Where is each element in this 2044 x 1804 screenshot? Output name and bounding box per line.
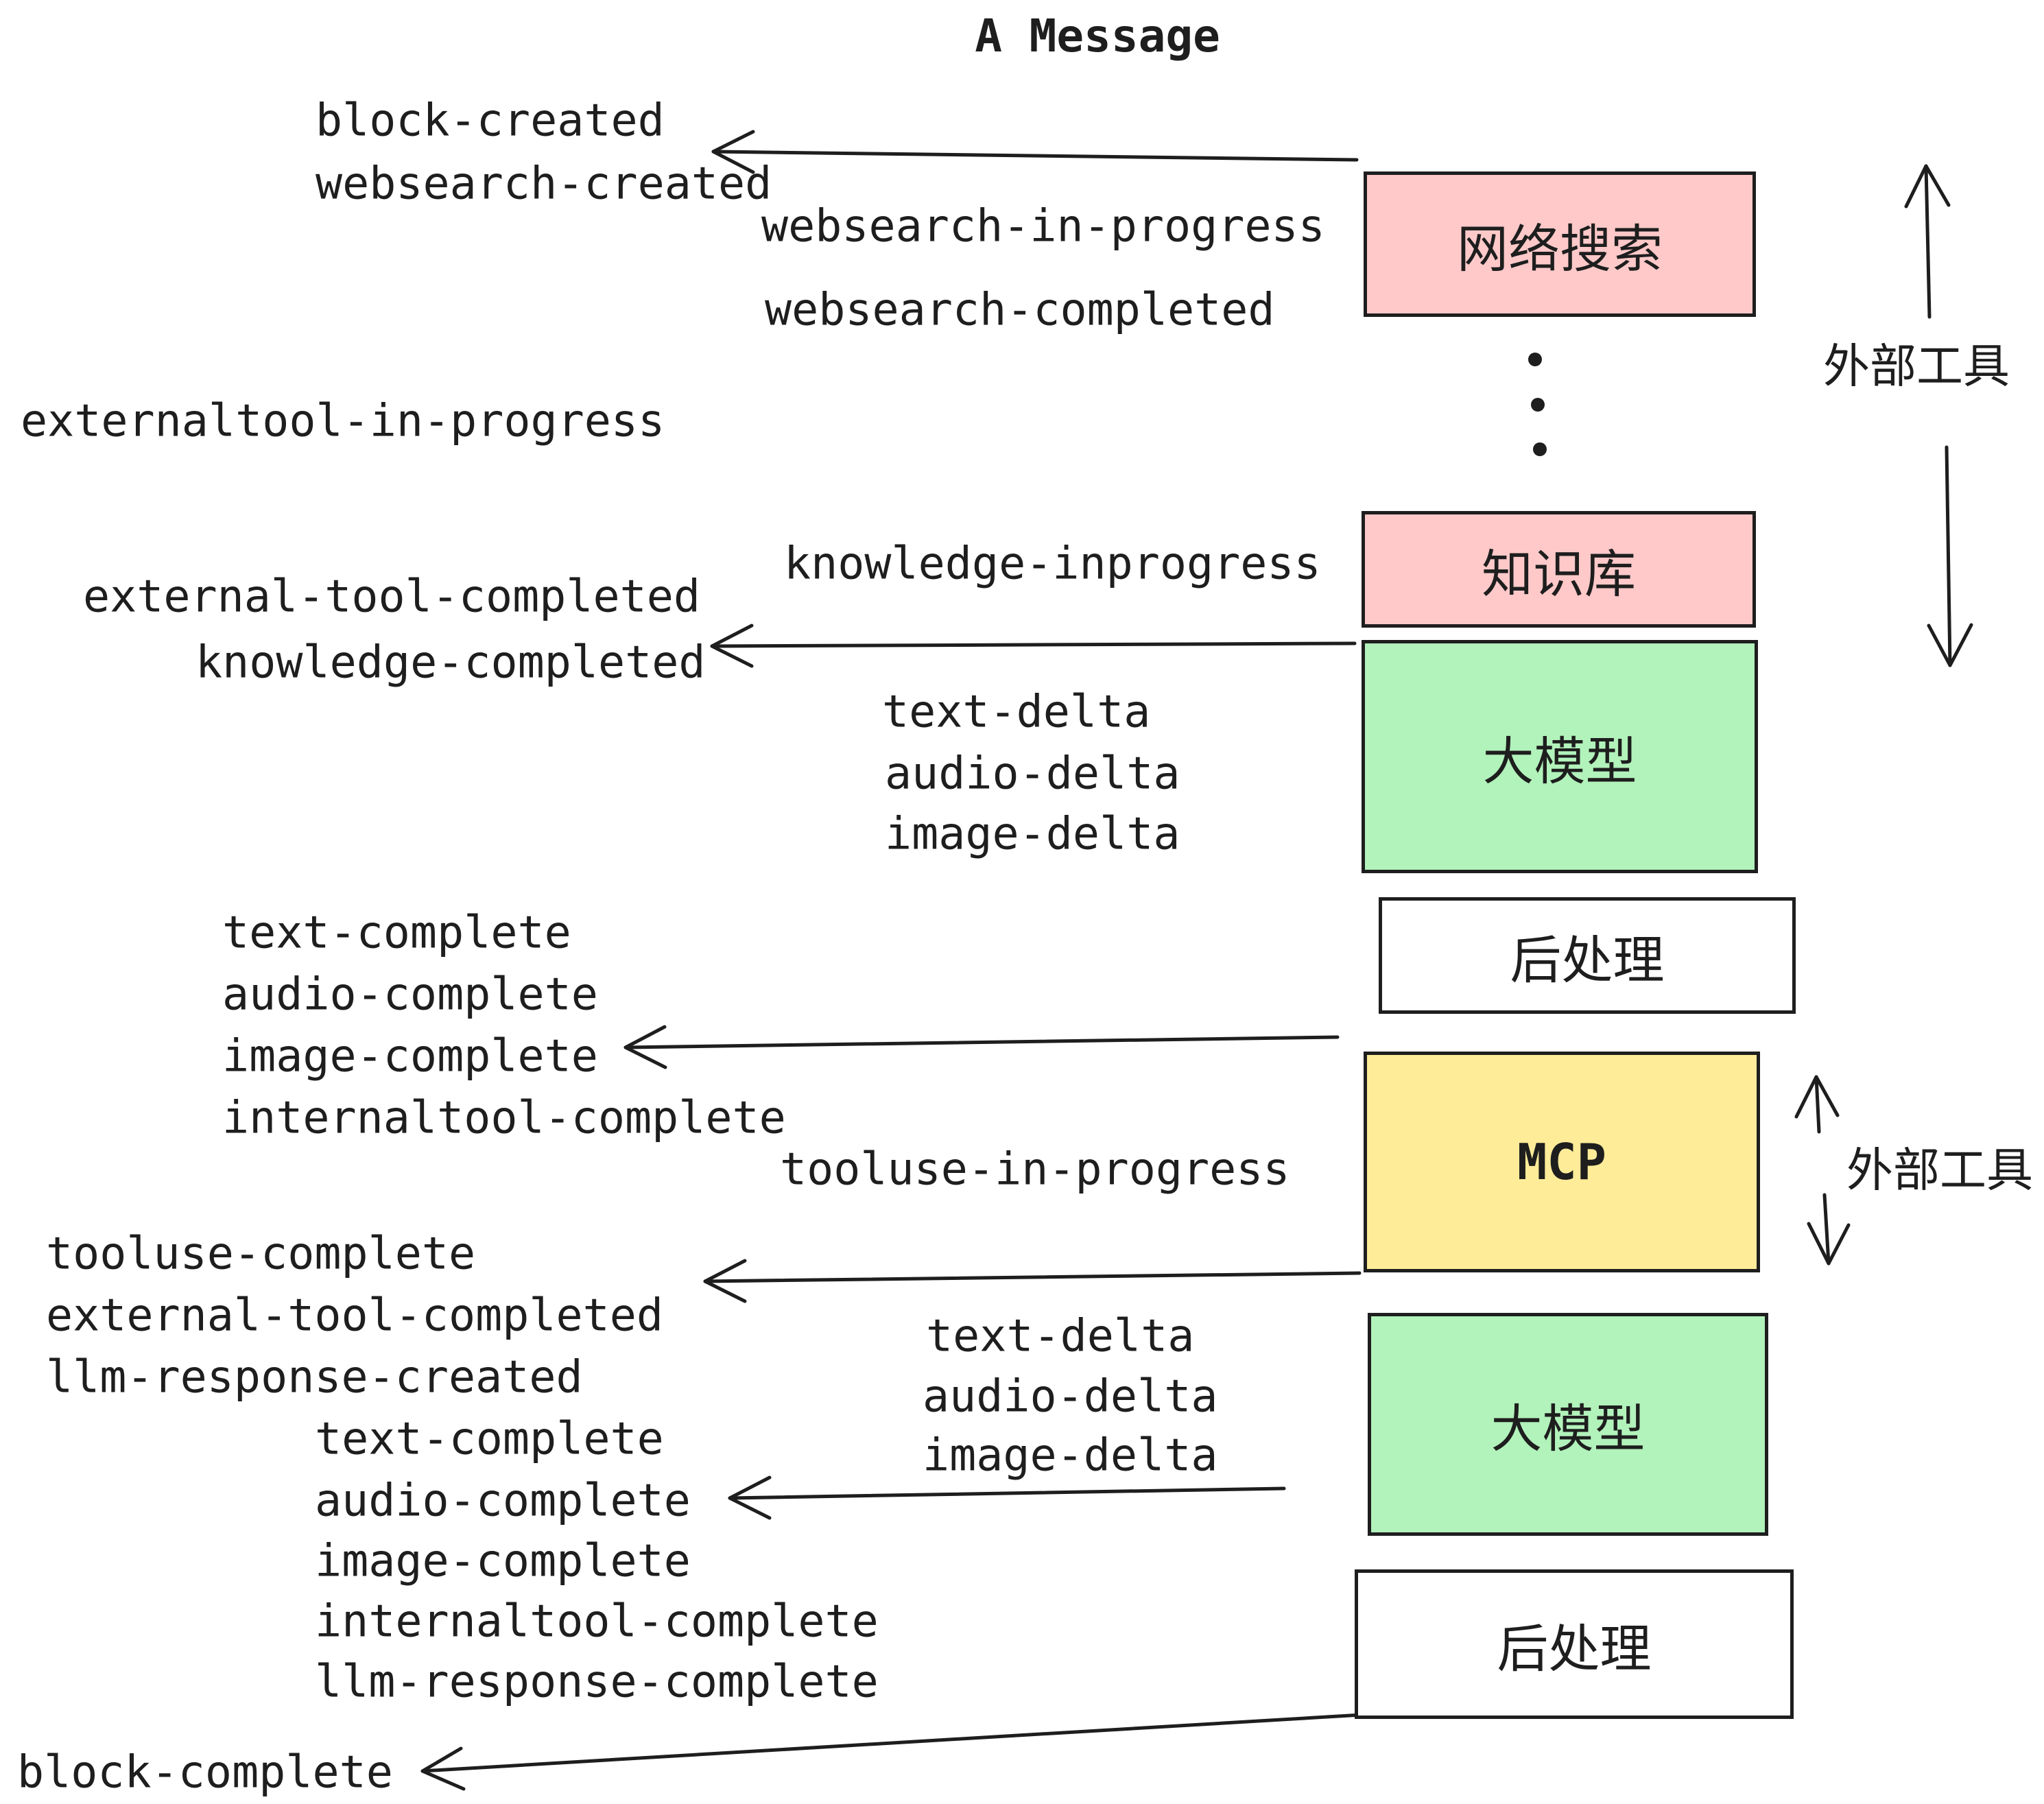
event-knowledge-inprogress: knowledge-inprogress (784, 538, 1321, 590)
event-tooluse-complete: tooluse-complete (46, 1228, 476, 1280)
box-llm-1: 大模型 (1362, 640, 1758, 873)
box-llm-1-label: 大模型 (1482, 731, 1637, 792)
event-internaltool-complete-2: internaltool-complete (315, 1595, 879, 1648)
arrow-to-knowledge-completed (710, 624, 1357, 668)
external-tools-label-1: 外部工具 (1823, 340, 2010, 394)
external-tools-up-arrow-2 (1794, 1075, 1840, 1134)
box-llm-2-label: 大模型 (1490, 1399, 1645, 1459)
page-title: A Message (975, 10, 1220, 62)
arrow-to-image-complete (623, 1025, 1340, 1069)
event-image-delta-1: image-delta (885, 808, 1180, 860)
arrow-to-audio-complete (728, 1475, 1286, 1520)
event-websearch-in-progress: websearch-in-progress (761, 200, 1325, 252)
event-text-complete-2: text-complete (315, 1413, 664, 1465)
external-tools-down-arrow-1 (1927, 445, 1973, 667)
event-externaltool-in-progress: externaltool-in-progress (21, 395, 665, 447)
box-postprocess-2: 后处理 (1355, 1569, 1794, 1719)
box-websearch: 网络搜索 (1364, 171, 1756, 317)
arrow-to-block-complete (420, 1713, 1364, 1791)
event-audio-complete-1: audio-complete (222, 969, 598, 1021)
event-external-tool-completed-2: external-tool-completed (46, 1290, 664, 1342)
event-audio-delta-1: audio-delta (885, 748, 1180, 800)
external-tools-down-arrow-2 (1807, 1193, 1851, 1266)
event-knowledge-completed: knowledge-completed (195, 637, 706, 689)
event-text-complete-1: text-complete (222, 907, 571, 959)
event-llm-response-created: llm-response-created (46, 1351, 583, 1403)
event-tooluse-in-progress: tooluse-in-progress (780, 1143, 1290, 1196)
ellipsis-dots (1528, 353, 1547, 456)
box-llm-2: 大模型 (1368, 1313, 1768, 1536)
box-knowledge-label: 知识库 (1481, 543, 1636, 604)
box-mcp-label: MCP (1517, 1133, 1607, 1191)
event-websearch-completed: websearch-completed (765, 284, 1275, 336)
box-postprocess-1: 后处理 (1379, 897, 1796, 1014)
box-postprocess-1-label: 后处理 (1510, 929, 1665, 990)
event-block-created: block-created (316, 95, 665, 147)
box-websearch-label: 网络搜索 (1456, 218, 1663, 279)
event-audio-delta-2: audio-delta (923, 1370, 1218, 1423)
event-websearch-created: websearch-created (316, 158, 772, 210)
box-postprocess-2-label: 后处理 (1497, 1618, 1652, 1679)
event-block-complete: block-complete (17, 1746, 393, 1799)
event-text-delta-1: text-delta (882, 686, 1151, 738)
arrow-websearch-to-block-created (711, 130, 1359, 174)
event-image-complete-1: image-complete (222, 1030, 598, 1082)
event-image-complete-2: image-complete (315, 1535, 691, 1587)
event-llm-response-complete: llm-response-complete (315, 1656, 879, 1708)
external-tools-label-2: 外部工具 (1846, 1143, 2034, 1198)
arrow-to-tooluse-complete (703, 1259, 1362, 1303)
external-tools-up-arrow-1 (1904, 164, 1951, 319)
event-image-delta-2: image-delta (923, 1429, 1218, 1482)
event-external-tool-completed: external-tool-completed (83, 571, 701, 623)
event-audio-complete-2: audio-complete (315, 1475, 691, 1527)
event-text-delta-2: text-delta (926, 1310, 1195, 1362)
box-mcp: MCP (1364, 1052, 1760, 1272)
box-knowledge: 知识库 (1362, 511, 1756, 628)
event-internaltool-complete-1: internaltool-complete (222, 1092, 786, 1144)
